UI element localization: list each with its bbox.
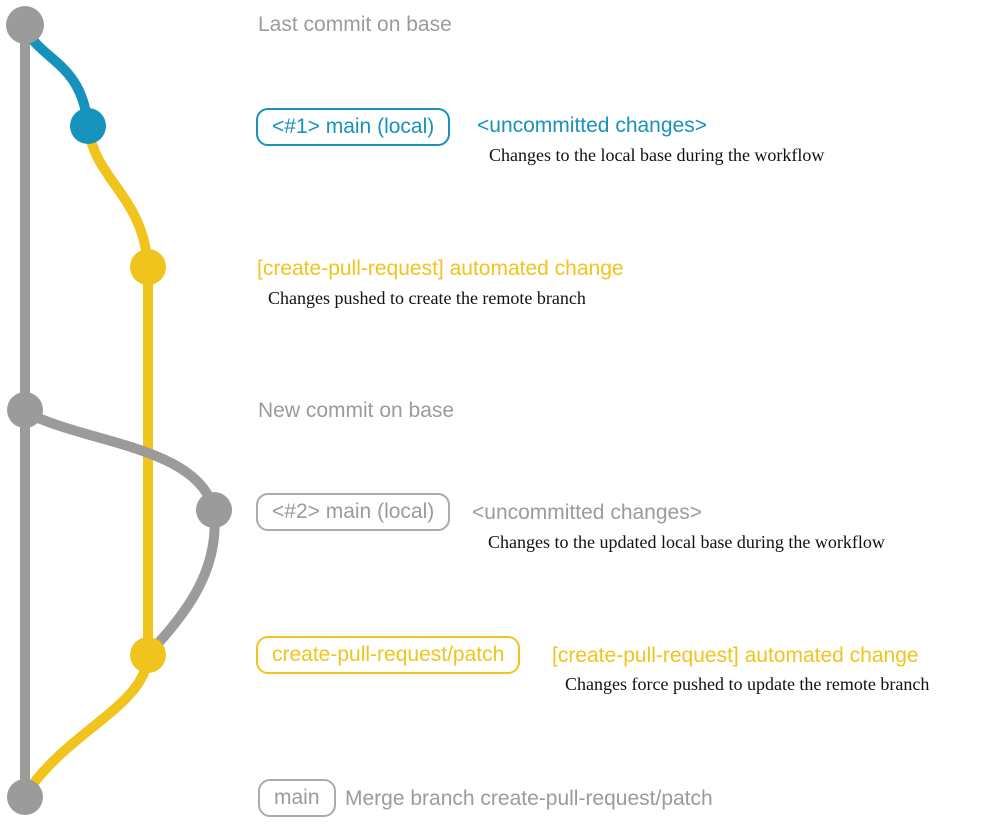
commit-dot-last-base [6,6,44,44]
label-last-commit-on-base: Last commit on base [258,13,452,36]
description-automated-change-2: Changes force pushed to update the remot… [565,674,930,694]
title-uncommitted-changes-1: <uncommitted changes> [477,114,707,137]
create-pull-request-patch-branch-line [21,121,153,799]
badge-main-local-1: <#1> main (local) [256,108,451,147]
commit-dot-automated-change-2 [130,637,166,673]
commit-dot-merge [7,779,43,815]
badge-main: main [258,779,336,818]
commit-dot-automated-change-1 [130,249,166,285]
badge-create-pull-request-patch: create-pull-request/patch [256,636,521,675]
commit-dot-local-main-2 [196,492,232,528]
title-automated-change-1: [create-pull-request] automated change [257,257,624,280]
badge-main-local-2: <#2> main (local) [256,493,451,532]
description-uncommitted-changes-2: Changes to the updated local base during… [488,532,885,552]
rebase-to-patch-line [145,505,220,657]
title-automated-change-2: [create-pull-request] automated change [552,644,919,667]
commit-dot-new-base [7,392,43,428]
updated-local-main-branch-line [20,407,219,515]
title-uncommitted-changes-2: <uncommitted changes> [472,501,702,524]
label-merge-branch: Merge branch create-pull-request/patch [345,787,713,810]
description-automated-change-1: Changes pushed to create the remote bran… [268,288,586,308]
commit-dot-local-main-1 [70,108,106,144]
git-graph [6,6,232,815]
description-uncommitted-changes-1: Changes to the local base during the wor… [489,145,825,165]
label-new-commit-on-base: New commit on base [258,399,455,422]
